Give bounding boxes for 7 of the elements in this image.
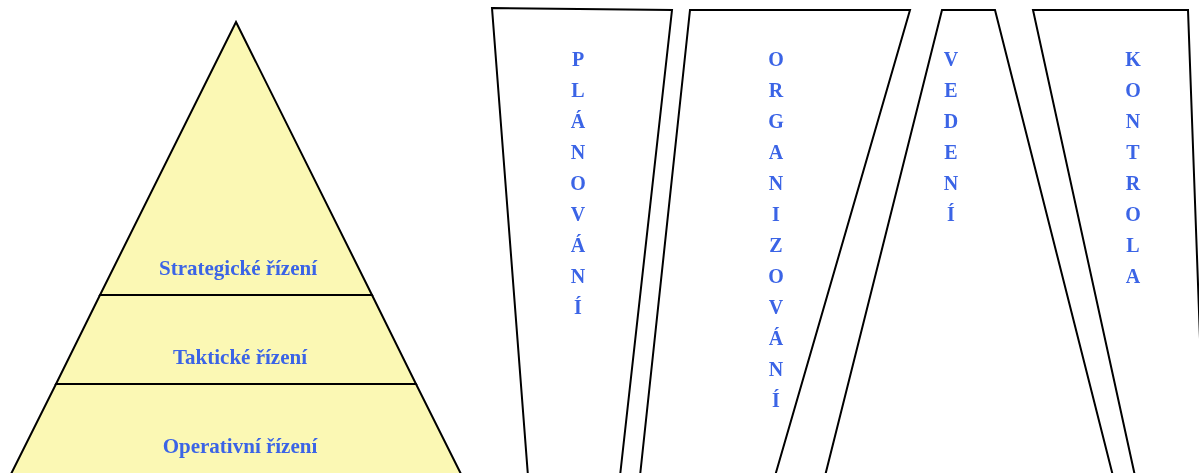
function-label: ORGANIZOVÁNÍ (766, 48, 786, 420)
function-label: VEDENÍ (941, 48, 961, 234)
tier-label: Operativní řízení (162, 434, 318, 459)
tier-label: Taktické řízení (173, 345, 307, 370)
tier-label: Strategické řízení (159, 256, 317, 281)
function-label: PLÁNOVÁNÍ (568, 48, 588, 327)
function-label: KONTROLA (1123, 48, 1143, 296)
